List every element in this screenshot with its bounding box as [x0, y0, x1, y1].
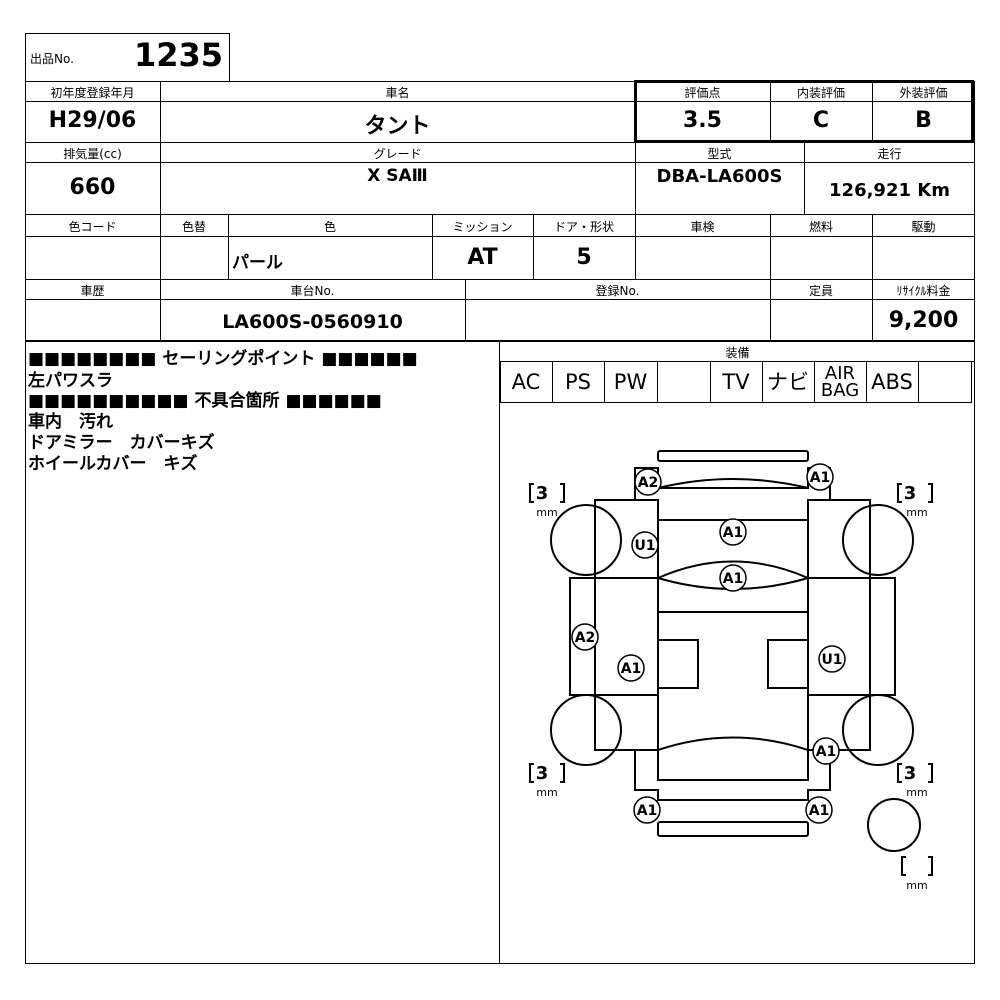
exterior-value: B	[915, 108, 932, 133]
damage-mark-circle	[634, 468, 662, 496]
color-label: 色	[323, 220, 336, 234]
mileage-value: 126,921 Km	[829, 180, 950, 201]
tire-depth-fr: 3	[904, 483, 917, 504]
defect-header: ■■■■■■■■■■ 不具合箇所 ■■■■■■	[28, 391, 382, 411]
damage-mark-circle	[617, 654, 645, 682]
inspection-label: 車検	[690, 220, 715, 234]
tire-depth-fl: 3	[536, 483, 549, 504]
drive-label: 駆動	[911, 220, 936, 234]
equipment-navi: ナビ	[767, 370, 809, 394]
reg-no-label: 登録No.	[595, 284, 640, 298]
color-value: パール	[232, 253, 283, 273]
selling-point-text: 左パワスラ	[28, 371, 113, 391]
recycle-label: ﾘｻｲｸﾙ料金	[896, 284, 951, 298]
door-label: ドア・形状	[553, 220, 614, 234]
equipment-airbag: AIR BAG	[820, 363, 860, 401]
damage-mark-circle	[631, 531, 659, 559]
defect-item: ホイールカバー キズ	[28, 454, 198, 474]
mission-value: AT	[467, 245, 498, 270]
equipment-abs: ABS	[871, 370, 913, 394]
damage-mark-circle	[818, 645, 846, 673]
history-label: 車歴	[80, 284, 105, 298]
selling-point-header: ■■■■■■■■ セーリングポイント ■■■■■■	[28, 349, 418, 369]
damage-mark: A1	[723, 525, 744, 541]
damage-mark: A1	[637, 803, 658, 819]
damage-mark: A1	[723, 571, 744, 587]
tire-unit: mm	[906, 506, 927, 519]
equipment-ps: PS	[565, 370, 591, 394]
tire-unit: mm	[906, 786, 927, 799]
tire-unit: mm	[536, 786, 557, 799]
car-name-value: タント	[364, 114, 431, 139]
displacement-value: 660	[69, 175, 116, 200]
recycle-value: 9,200	[888, 308, 959, 333]
score-box	[634, 80, 974, 143]
lower-area	[25, 341, 975, 964]
displacement-label: 排気量(cc)	[63, 147, 122, 161]
mission-label: ミッション	[452, 220, 513, 234]
reg-date-value: H29/06	[48, 108, 137, 133]
exterior-label: 外装評価	[899, 86, 948, 100]
equipment-pw: PW	[613, 370, 648, 394]
damage-mark: A1	[621, 661, 642, 677]
mileage-label: 走行	[877, 147, 902, 161]
tire-unit: mm	[536, 506, 557, 519]
tire-depth-rr: 3	[904, 763, 917, 784]
color-code-label: 色コード	[68, 220, 117, 234]
equipment-tv: TV	[722, 370, 750, 394]
damage-mark: U1	[821, 652, 842, 668]
grade-value: X SAⅢ	[367, 166, 428, 186]
damage-mark: A1	[809, 803, 830, 819]
equipment-grid	[500, 361, 972, 403]
damage-mark: A1	[816, 744, 837, 760]
lot-number: 1235	[134, 36, 224, 74]
damage-mark-circle	[812, 737, 840, 765]
model-label: 型式	[707, 147, 732, 161]
damage-mark: A2	[638, 475, 659, 491]
defect-item: 車内 汚れ	[28, 412, 113, 432]
reg-date-label: 初年度登録年月	[50, 86, 135, 100]
interior-value: C	[812, 108, 830, 133]
chassis-label: 車台No.	[290, 284, 335, 298]
capacity-label: 定員	[808, 284, 833, 298]
damage-mark-circle	[719, 518, 747, 546]
damage-mark-circle	[806, 463, 834, 491]
equipment-label: 装備	[725, 346, 750, 360]
score-label: 評価点	[684, 86, 721, 100]
damage-mark: A2	[575, 630, 596, 646]
color-change-label: 色替	[181, 220, 206, 234]
damage-mark-circle	[805, 796, 833, 824]
equipment-ac: AC	[511, 370, 541, 394]
damage-mark: U1	[634, 538, 655, 554]
damage-mark-circle	[571, 623, 599, 651]
grade-label: グレード	[373, 147, 422, 161]
door-value: 5	[576, 245, 592, 270]
spec-table	[25, 81, 975, 341]
defect-item: ドアミラー カバーキズ	[28, 433, 215, 453]
damage-mark-circle	[633, 796, 661, 824]
tire-unit: mm	[906, 879, 927, 892]
tire-depth-rl: 3	[536, 763, 549, 784]
model-value: DBA-LA600S	[656, 166, 783, 187]
score-value: 3.5	[683, 108, 722, 133]
fuel-label: 燃料	[808, 220, 833, 234]
chassis-value: LA600S-0560910	[222, 311, 403, 333]
car-name-label: 車名	[385, 86, 410, 100]
interior-label: 内装評価	[796, 86, 845, 100]
damage-mark-circle	[719, 564, 747, 592]
damage-mark: A1	[810, 470, 831, 486]
lot-label: 出品No.	[30, 52, 74, 66]
